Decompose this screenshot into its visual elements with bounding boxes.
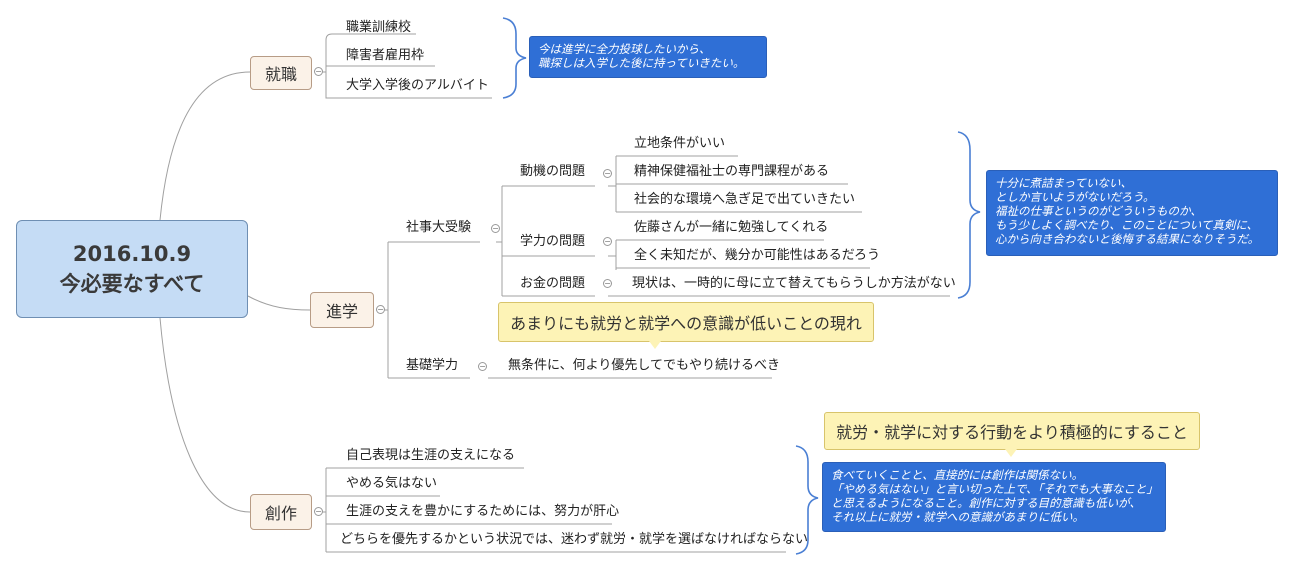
leaf-sousaku-4[interactable]: どちらを優先するかという状況では、迷わず就労・就学を選ばなければならない — [340, 532, 809, 547]
note-line: 今は進学に全力投球したいから、 — [538, 42, 711, 56]
leaf-okane-1[interactable]: 現状は、一時的に母に立て替えてもらうしか方法がない — [632, 276, 956, 291]
note-line: 福祉の仕事というのがどういうものか、 — [995, 204, 1202, 218]
collapse-toggle-icon[interactable]: − — [478, 362, 487, 371]
callout-shingaku[interactable]: あまりにも就労と就学への意識が低いことの現れ — [498, 302, 874, 349]
brace-shushoku — [502, 17, 527, 99]
collapse-toggle-icon[interactable]: − — [314, 67, 323, 76]
note-shingaku[interactable]: 十分に煮詰まっていない、 としか言いようがないだろう。 福祉の仕事というのがどう… — [986, 170, 1278, 256]
subtopic-okane[interactable]: お金の問題 — [520, 276, 586, 291]
leaf-douki-1[interactable]: 立地条件がいい — [634, 136, 726, 151]
leaf-kiso-1[interactable]: 無条件に、何より優先してでもやり続けるべき — [508, 358, 780, 373]
root-date: 2016.10.9 — [72, 242, 192, 266]
callout-text: あまりにも就労と就学への意識が低いことの現れ — [510, 314, 862, 333]
note-line: としか言いようがないだろう。 — [995, 190, 1155, 204]
note-line: 「やめる気はない」と言い切った上で、「それでも大事なこと」 — [831, 482, 1158, 496]
callout-text: 就労・就学に対する行動をより積極的にすること — [836, 423, 1188, 442]
leaf-douki-3[interactable]: 社会的な環境へ急ぎ足で出ていきたい — [634, 192, 856, 207]
leaf-douki-2[interactable]: 精神保健福祉士の専門課程がある — [634, 164, 830, 179]
branch-sousaku[interactable]: 創作 — [250, 494, 312, 530]
note-line: 職探しは入学した後に持っていきたい。 — [538, 56, 745, 70]
branch-label: 就職 — [264, 65, 297, 84]
collapse-toggle-icon[interactable]: − — [491, 224, 500, 233]
subtopic-gakuryoku[interactable]: 学力の問題 — [520, 234, 586, 249]
note-line: 心から向き合わないと後悔する結果になりそうだ。 — [995, 232, 1260, 246]
root-title: 今必要なすべて — [59, 272, 205, 296]
note-line: 十分に煮詰まっていない、 — [995, 176, 1132, 190]
note-shushoku[interactable]: 今は進学に全力投球したいから、 職探しは入学した後に持っていきたい。 — [529, 36, 767, 78]
subtopic-kiso[interactable]: 基礎学力 — [406, 358, 459, 373]
collapse-toggle-icon[interactable]: − — [603, 279, 612, 288]
leaf-sousaku-2[interactable]: やめる気はない — [346, 476, 438, 491]
note-line: 食べていくことと、直接的には創作は関係ない。 — [831, 468, 1084, 482]
leaf-shushoku-1[interactable]: 職業訓練校 — [346, 20, 412, 35]
collapse-toggle-icon[interactable]: − — [603, 169, 612, 178]
subtopic-douki[interactable]: 動機の問題 — [520, 164, 586, 179]
note-line: もう少しよく調べたり、このことについて真剣に、 — [995, 218, 1259, 232]
connector-root-sousaku — [159, 317, 251, 513]
root-topic[interactable]: 2016.10.9 今必要なすべて — [16, 220, 248, 318]
leaf-shushoku-2[interactable]: 障害者雇用枠 — [346, 48, 425, 63]
note-line: と思えるようになること。創作に対する目的意識も低いが、 — [831, 496, 1141, 510]
callout-tail — [649, 341, 661, 349]
leaf-shushoku-3[interactable]: 大学入学後のアルバイト — [346, 78, 489, 93]
brace-shingaku — [957, 131, 981, 299]
leaf-gakuryoku-2[interactable]: 全く未知だが、幾分か可能性はあるだろう — [634, 248, 880, 263]
note-sousaku[interactable]: 食べていくことと、直接的には創作は関係ない。 「やめる気はない」と言い切った上で… — [822, 462, 1166, 532]
brace-sousaku — [795, 445, 819, 555]
branch-label: 進学 — [325, 302, 358, 321]
connector-root-shingaku — [247, 295, 311, 311]
leaf-sousaku-3[interactable]: 生涯の支えを豊かにするためには、努力が肝心 — [346, 504, 620, 519]
callout-tail — [1005, 449, 1017, 457]
leaf-sousaku-1[interactable]: 自己表現は生涯の支えになる — [346, 448, 516, 463]
subtopic-shajidai[interactable]: 社事大受験 — [406, 220, 472, 235]
branch-shingaku[interactable]: 進学 — [310, 292, 374, 328]
collapse-toggle-icon[interactable]: − — [376, 305, 385, 314]
note-line: それ以上に就労・就学への意識があまりに低い。 — [831, 510, 1084, 524]
branch-shushoku[interactable]: 就職 — [250, 56, 312, 90]
connector-root-shushoku — [159, 71, 251, 221]
collapse-toggle-icon[interactable]: − — [314, 507, 323, 516]
collapse-toggle-icon[interactable]: − — [603, 237, 612, 246]
branch-label: 創作 — [264, 504, 297, 523]
callout-sousaku[interactable]: 就労・就学に対する行動をより積極的にすること — [824, 412, 1200, 457]
leaf-gakuryoku-1[interactable]: 佐藤さんが一緒に勉強してくれる — [634, 220, 829, 235]
